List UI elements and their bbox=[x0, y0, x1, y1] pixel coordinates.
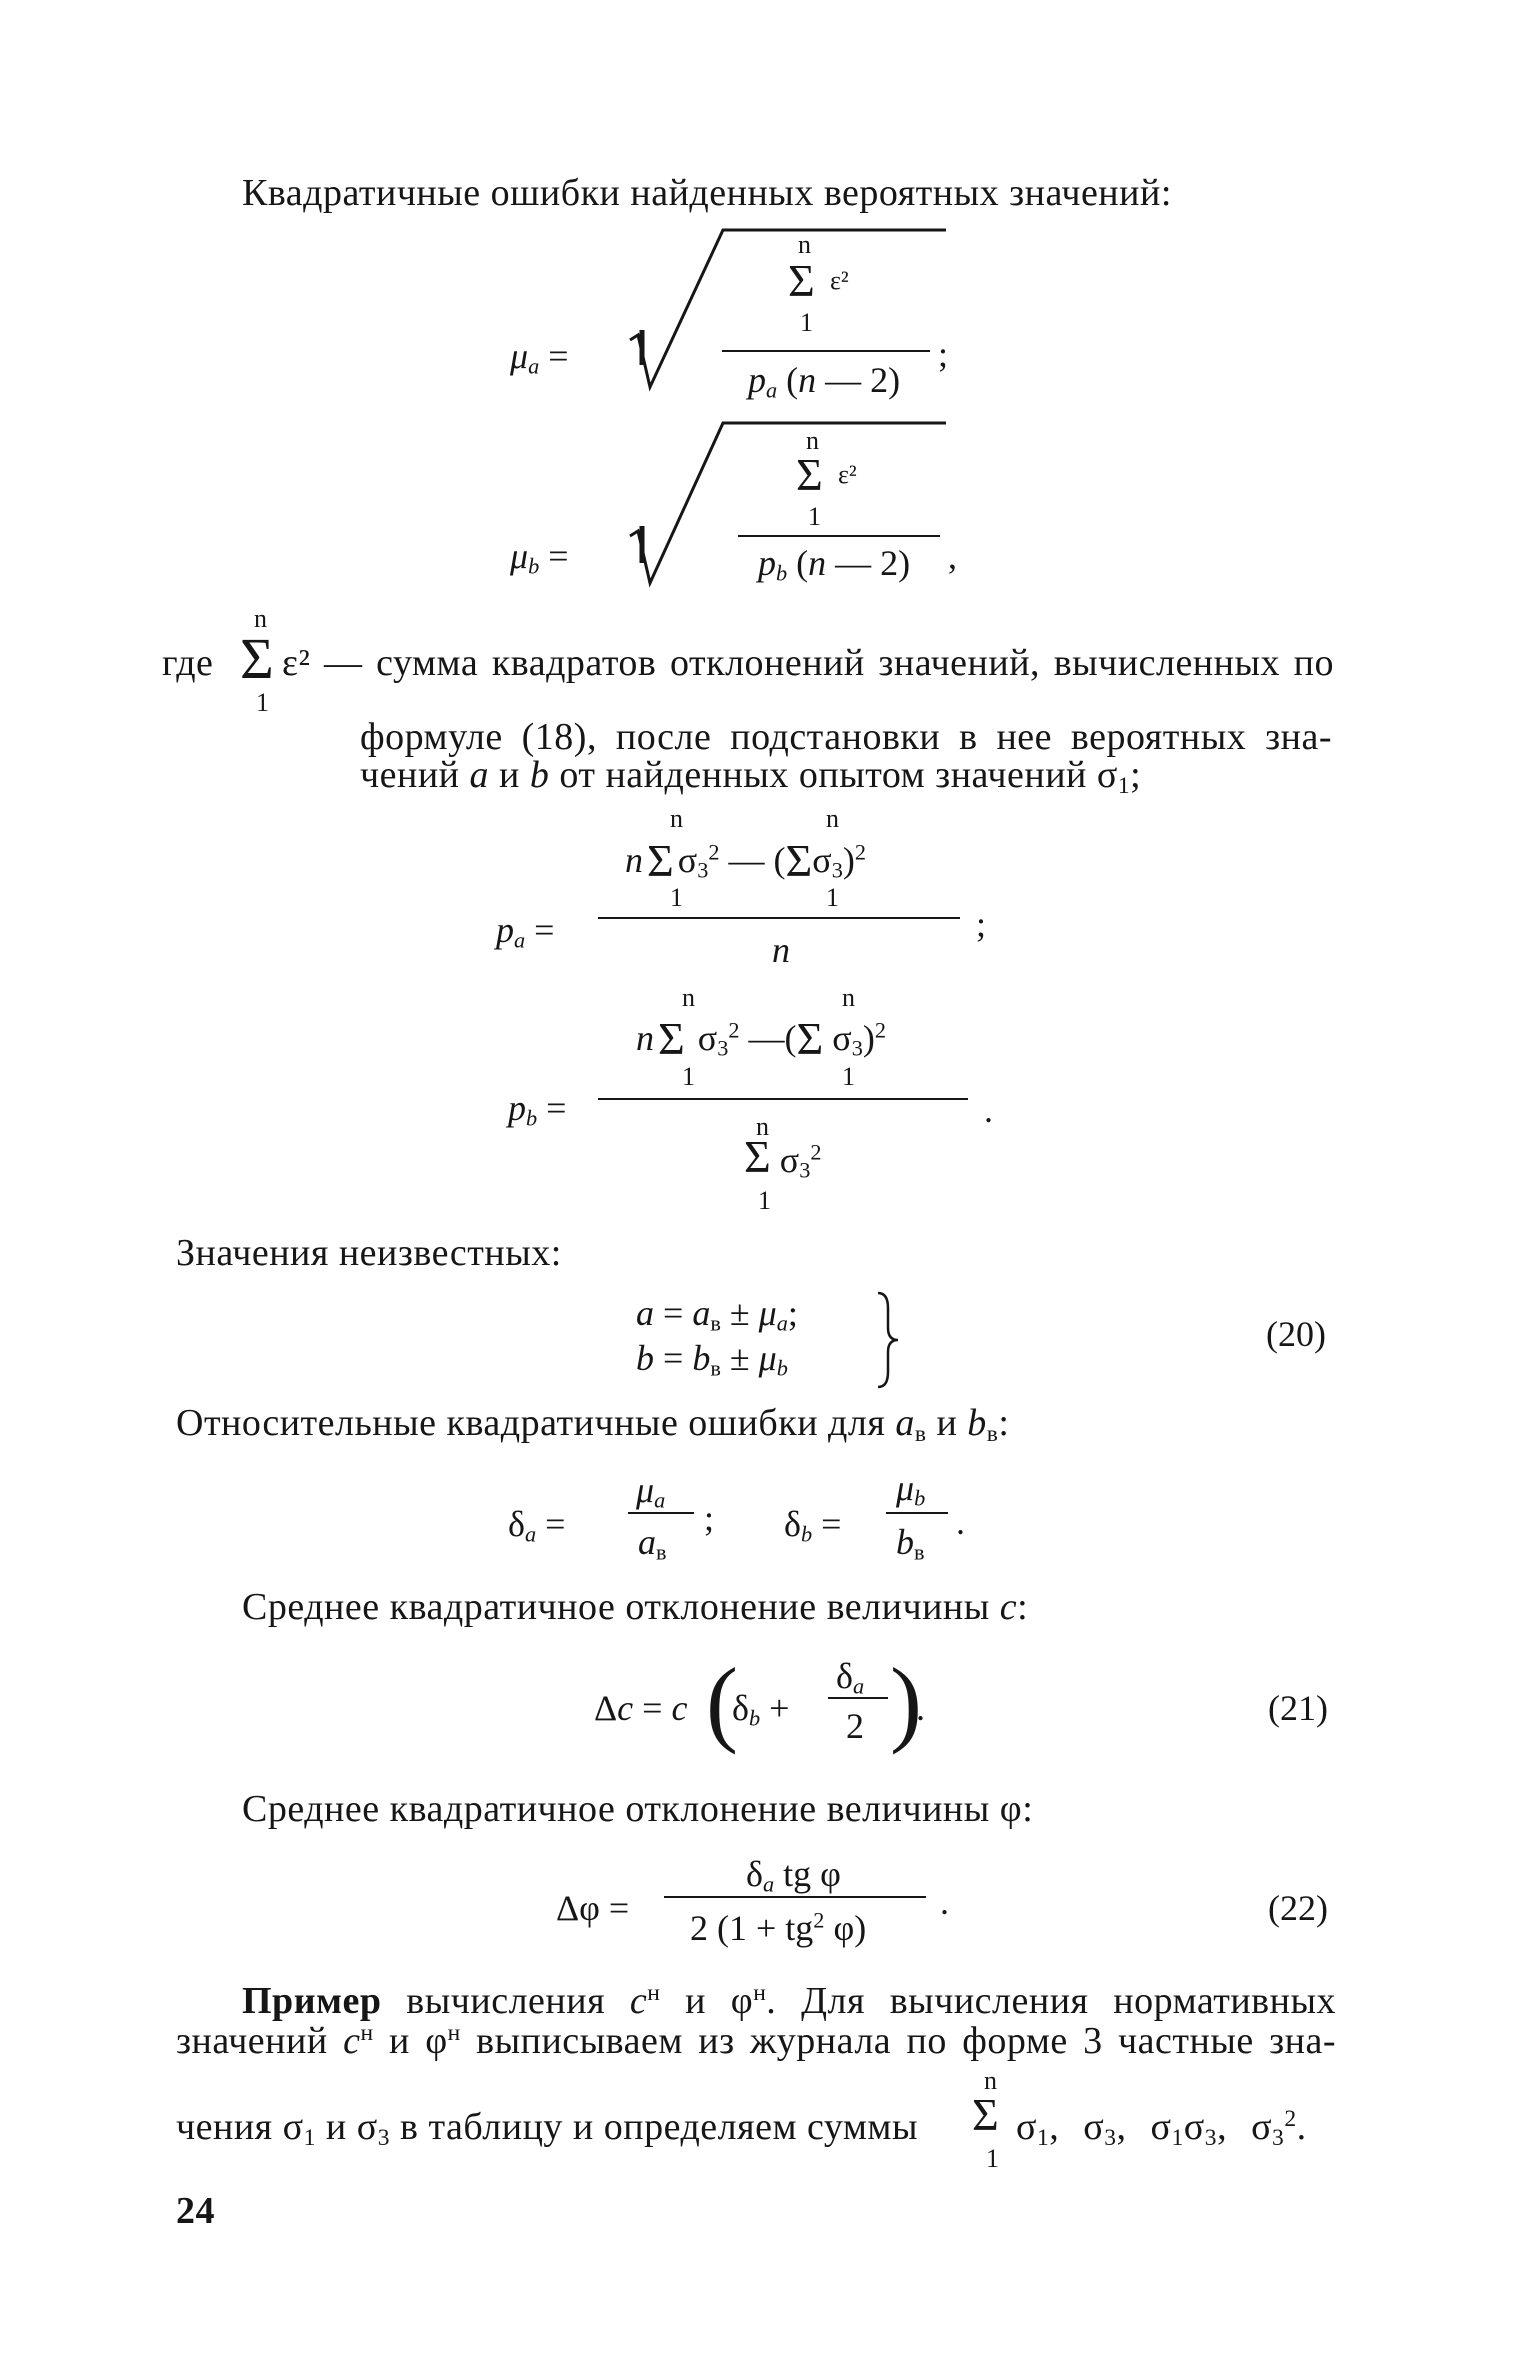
where-line2: формуле (18), после подстановки в нее ве… bbox=[360, 716, 1332, 758]
eq22-den: 2 (1 + tg2 φ) bbox=[690, 1907, 867, 1948]
pb-sum2-lower: 1 bbox=[842, 1062, 855, 1091]
page-number: 24 bbox=[176, 2190, 215, 2232]
pb-end: . bbox=[984, 1090, 993, 1130]
example-line2: значений cн и φн выписываем из журнала п… bbox=[176, 2020, 1336, 2062]
example-line1: Пример вычисления cн и φн. Для вычислени… bbox=[242, 1980, 1336, 2022]
delta-a-den: aв bbox=[638, 1522, 667, 1565]
eq21-end: . bbox=[916, 1688, 925, 1728]
delta-b-num: μb bbox=[896, 1468, 926, 1511]
mu-b-denominator: pb (n — 2) bbox=[758, 543, 911, 586]
example-sums: σ1, σ3, σ1σ3, σ32. bbox=[1016, 2106, 1307, 2151]
mu-a-summand: ε² bbox=[830, 266, 849, 295]
eq22-num: δa tg φ bbox=[746, 1854, 841, 1897]
unknowns-heading: Значения неизвестных: bbox=[176, 1232, 562, 1274]
mu-b-sum-lower: 1 bbox=[808, 502, 821, 531]
mu-b-summand: ε² bbox=[838, 460, 857, 489]
eq21-den: 2 bbox=[846, 1706, 864, 1746]
mu-a-lhs: μa = bbox=[510, 336, 569, 379]
mu-a-sigma: Σ bbox=[788, 255, 815, 306]
where-sigma: Σ bbox=[240, 626, 274, 691]
pb-fraction-bar bbox=[598, 1098, 968, 1100]
delta-a-end: ; bbox=[704, 1498, 715, 1538]
pa-fraction-bar bbox=[598, 917, 960, 919]
example-sum-lower: 1 bbox=[986, 2144, 999, 2173]
delta-a-lhs: δa = bbox=[508, 1504, 566, 1547]
where-word: где bbox=[162, 642, 214, 684]
radical-sign bbox=[629, 421, 946, 588]
mu-b-sum-upper: n bbox=[806, 426, 819, 455]
right-brace bbox=[877, 1291, 899, 1389]
eq21-lhs: Δc = c bbox=[594, 1688, 688, 1728]
mu-a-end: ; bbox=[938, 334, 949, 374]
delta-b-end: . bbox=[956, 1502, 965, 1542]
eq21-fraction-bar bbox=[828, 1697, 888, 1699]
delta-b-fraction-bar bbox=[886, 1512, 948, 1514]
pb-sum1-upper: n bbox=[682, 983, 695, 1012]
delta-b-lhs: δb = bbox=[784, 1504, 842, 1547]
mu-b-sigma: Σ bbox=[796, 449, 823, 500]
delta-a-fraction-bar bbox=[628, 1512, 694, 1514]
mu-a-fraction-bar bbox=[722, 350, 930, 352]
where-line1: ε² — сумма квадратов отклонений значений… bbox=[282, 642, 1334, 684]
pb-sum2-upper: n bbox=[842, 983, 855, 1012]
eq21-left-paren: ( bbox=[706, 1648, 738, 1755]
eq20-number: (20) bbox=[1266, 1314, 1326, 1354]
eq22-end: . bbox=[940, 1882, 949, 1922]
pa-end: ; bbox=[976, 904, 987, 944]
eq21-right-paren: ) bbox=[890, 1648, 922, 1755]
radical-sign bbox=[629, 228, 946, 392]
where-sum-upper: n bbox=[254, 604, 267, 633]
delta-b-den: bв bbox=[896, 1522, 925, 1565]
pb-lhs: pb = bbox=[508, 1088, 567, 1131]
pa-sum2-upper: n bbox=[826, 804, 839, 833]
example-sigma: Σ bbox=[972, 2089, 999, 2140]
pb-den-sum-upper: n bbox=[756, 1112, 769, 1141]
pa-lhs: pa = bbox=[496, 910, 555, 953]
pb-denominator: Σ σ32 bbox=[744, 1131, 822, 1183]
eq22-number: (22) bbox=[1268, 1888, 1328, 1928]
pb-den-sum-lower: 1 bbox=[758, 1186, 771, 1215]
mu-b-fraction-bar bbox=[738, 535, 940, 537]
eq21-num: δa bbox=[836, 1656, 865, 1699]
eq20-line2: b = bв ± μb bbox=[636, 1338, 788, 1381]
eq21-number: (21) bbox=[1268, 1688, 1328, 1728]
pb-sum1-lower: 1 bbox=[682, 1062, 695, 1091]
delta-a-num: μa bbox=[636, 1470, 666, 1513]
where-line3: чений a и b от найденных опытом значений… bbox=[360, 754, 1142, 799]
eq22-lhs: Δφ = bbox=[556, 1888, 630, 1928]
eq20-line1: a = aв ± μa; bbox=[636, 1293, 798, 1336]
example-line3: чения σ1 и σ3 в таблицу и определяем сум… bbox=[176, 2106, 918, 2151]
c-heading: Среднее квадратичное отклонение величины… bbox=[242, 1586, 1029, 1628]
pa-numerator: n Σ σ32 — (Σσ3)2 bbox=[625, 835, 866, 886]
eq22-fraction-bar bbox=[664, 1896, 926, 1898]
phi-heading: Среднее квадратичное отклонение величины… bbox=[242, 1788, 1034, 1830]
example-sum-upper: n bbox=[984, 2066, 997, 2095]
pb-numerator: n Σ σ32 —(Σ σ3)2 bbox=[636, 1013, 886, 1064]
mu-a-sum-lower: 1 bbox=[800, 308, 813, 337]
mu-a-sum-upper: n bbox=[798, 230, 811, 259]
pa-sum1-lower: 1 bbox=[670, 883, 683, 912]
mu-a-denominator: pa (n — 2) bbox=[748, 360, 901, 403]
pa-sum1-upper: n bbox=[670, 804, 683, 833]
mu-b-end: , bbox=[948, 536, 957, 576]
mu-b-lhs: μb = bbox=[510, 536, 569, 579]
pa-sum2-lower: 1 bbox=[826, 883, 839, 912]
pa-denominator: n bbox=[772, 930, 790, 970]
eq21-delta-b: δb + bbox=[732, 1688, 790, 1731]
errors-heading: Квадратичные ошибки найденных вероятных … bbox=[242, 172, 1172, 214]
relative-heading: Относительные квадратичные ошибки для aв… bbox=[176, 1402, 1010, 1447]
where-sum-lower: 1 bbox=[256, 688, 269, 717]
